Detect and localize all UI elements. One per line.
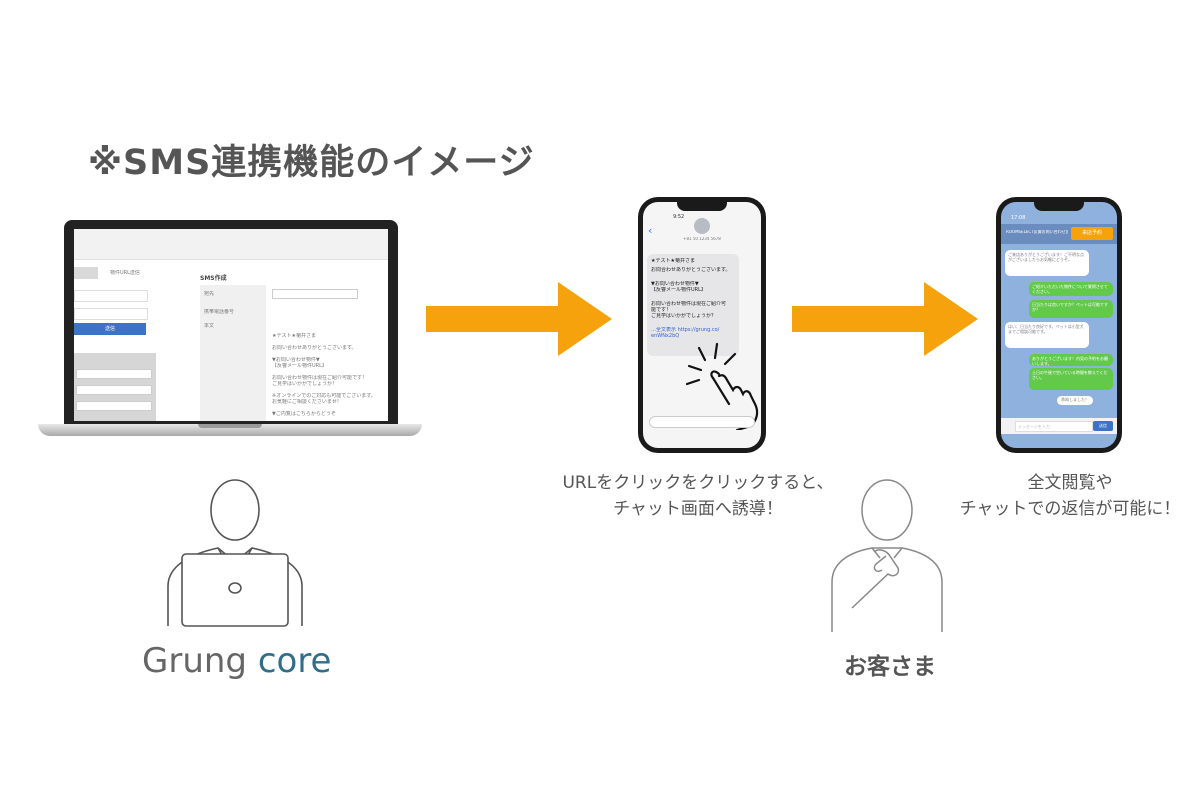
message-line: お問い合わせ物件は現在ご紹介可能です！ — [272, 375, 368, 381]
chat-bubble-right: ご紹介いただいた物件について質問させてください。 — [1029, 282, 1113, 296]
chat-input-field[interactable]: メッセージを入力 — [1015, 421, 1093, 432]
form-label-to: 宛先 — [204, 291, 215, 297]
sms-link[interactable]: …全文表示 https://grung.co/ — [651, 327, 720, 333]
back-chevron-icon[interactable]: ‹ — [648, 224, 653, 237]
reserve-button[interactable]: 来店予約 — [1071, 227, 1113, 240]
sms-line: お問合わせありがとうございます。 — [651, 267, 731, 273]
status-time: 9:52 — [673, 214, 685, 220]
caption-line: 全文閲覧や — [1027, 473, 1113, 493]
sms-form-label-column — [200, 285, 266, 421]
arrow-right-icon — [792, 282, 978, 356]
caption-line: チャット画面へ誘導！ — [613, 499, 783, 520]
app-topbar — [74, 229, 388, 260]
left-input-1[interactable] — [74, 290, 148, 302]
contact-avatar — [694, 218, 710, 234]
sms-line: ご見学はいかがでしょうか？ — [651, 313, 717, 319]
page-title: ※SMS連携機能のイメージ — [88, 143, 535, 183]
left-select-3[interactable] — [76, 401, 152, 411]
phone-notch — [677, 202, 727, 211]
message-line: 【反響メール物件URL】 — [272, 363, 327, 369]
form-label-body: 本文 — [204, 323, 215, 329]
laptop-screen: 物件URL送信 送信 SMS作成 宛先 携帯電話番号 本文 ★テスト★菊井さま … — [74, 229, 388, 421]
logo-part-grung: Grung — [142, 641, 248, 681]
laptop-notch — [198, 424, 262, 428]
grung-core-logo: Grung core — [142, 641, 331, 681]
staff-person-icon — [167, 479, 303, 627]
message-line: ▼お問い合わせ物件▼ — [272, 357, 320, 363]
left-input-2[interactable] — [74, 308, 148, 320]
sms-line: 【反響メール物件URL】 — [651, 287, 706, 293]
chat-bubble-left: ご来店ありがとうございます！ご不明な点がございましたらお気軽にどうぞ。 — [1005, 250, 1089, 276]
message-line: お気軽にご相談くださいませ！ — [272, 399, 342, 405]
sms-screen: 9:52 ‹ +81 50 1234 5678 ★テスト★菊井さま お問合わせあ… — [643, 202, 761, 448]
chat-bubble-left: 承知しました！ — [1057, 396, 1093, 405]
caption-line: URLをクリックをクリックすると、 — [562, 473, 834, 493]
nav-tab-left[interactable] — [74, 267, 98, 279]
chat-bubble-right: ありがとうございます！内見の予約をお願いします。 — [1029, 354, 1113, 366]
caption-line: チャットでの返信が可能に！ — [959, 499, 1181, 520]
message-line: ご見学はいかがでしょうか！ — [272, 381, 338, 387]
sms-line: 能です！ — [651, 307, 672, 313]
chat-send-button[interactable]: 送信 — [1093, 421, 1113, 431]
chat-bubble-right: 土日の午後で空いている時間を教えてください。 — [1029, 368, 1113, 390]
caption-click-url: URLをクリックをクリックすると、 チャット画面へ誘導！ — [538, 470, 858, 523]
sms-line: ▼お問い合わせ物件▼ — [651, 281, 699, 287]
phone-chat: 17:08 ROOMSELECT反響お問い合わせ窓口 来店予約 ご来店ありがとう… — [996, 197, 1122, 453]
message-line: ※オンラインでのご対応も可能でございます。 — [272, 393, 376, 399]
logo-part-core: core — [257, 641, 332, 681]
chat-screen: 17:08 ROOMSELECT反響お問い合わせ窓口 来店予約 ご来店ありがとう… — [1001, 202, 1117, 448]
arrow-right-icon — [426, 282, 612, 356]
sms-panel-title: SMS作成 — [200, 275, 227, 282]
tap-hand-icon — [685, 342, 759, 430]
status-time: 17:08 — [1011, 215, 1026, 221]
phone-notch — [1034, 202, 1084, 211]
chat-bubble-right: 日当たりは良いですか？ペットは可能ですか？ — [1029, 300, 1113, 318]
sms-input-bar[interactable] — [649, 416, 755, 428]
laptop-base — [38, 424, 422, 436]
chat-header-title: ROOMSELECT反響お問い合わせ窓口 — [1006, 230, 1068, 234]
sms-line: お問い合わせ物件は現在ご紹介可 — [651, 301, 727, 307]
left-select-2[interactable] — [76, 385, 152, 395]
sms-line: ★テスト★菊井さま — [651, 258, 695, 264]
sms-link[interactable]: enWNx2bQ — [651, 333, 680, 339]
message-line: ★テスト★菊井さま — [272, 333, 316, 339]
sms-bubble: ★テスト★菊井さま お問合わせありがとうございます。 ▼お問い合わせ物件▼ 【反… — [647, 254, 739, 356]
to-select[interactable] — [272, 289, 358, 299]
caption-chat-reply: 全文閲覧や チャットでの返信が可能に！ — [920, 470, 1200, 523]
customer-label: お客さま — [844, 654, 936, 680]
phone-sms: 9:52 ‹ +81 50 1234 5678 ★テスト★菊井さま お問合わせあ… — [638, 197, 766, 453]
nav-tab-url-send[interactable]: 物件URL送信 — [110, 270, 140, 276]
laptop-illustration: 物件URL送信 送信 SMS作成 宛先 携帯電話番号 本文 ★テスト★菊井さま … — [38, 220, 422, 440]
message-line: ▼ご内覧はこちらからどうぞ — [272, 411, 336, 417]
customer-person-icon — [831, 479, 943, 632]
send-button[interactable]: 送信 — [74, 323, 146, 335]
chat-bubble-left: はい、日当たり良好です。ペットは小型犬までご相談可能です。 — [1005, 322, 1089, 348]
message-line: お問い合わせありがとうございます。 — [272, 345, 357, 351]
left-select-1[interactable] — [76, 369, 152, 379]
form-label-phone: 携帯電話番号 — [204, 309, 235, 315]
contact-number: +81 50 1234 5678 — [683, 237, 721, 241]
sms-message-body[interactable]: ★テスト★菊井さま お問い合わせありがとうございます。 ▼お問い合わせ物件▼ 【… — [272, 329, 382, 421]
